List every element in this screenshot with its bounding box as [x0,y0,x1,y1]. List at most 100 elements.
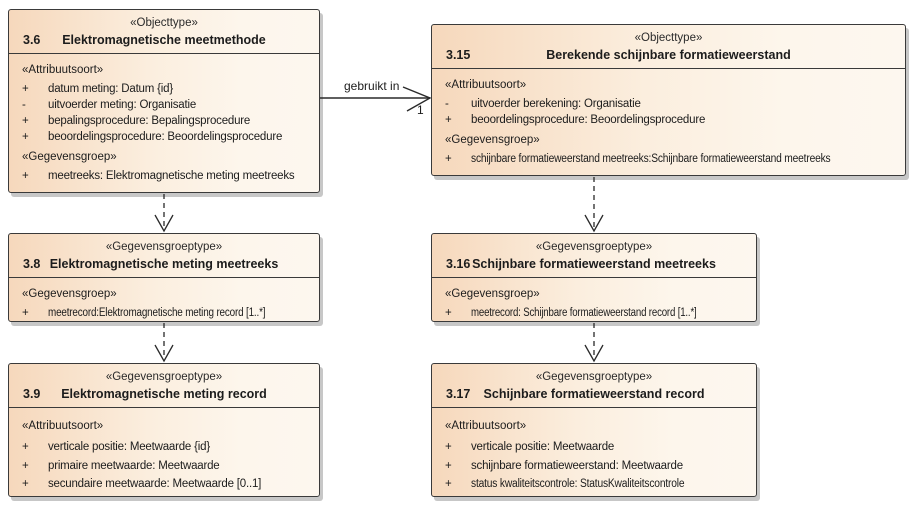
attribute-row: + schijnbare formatieweerstand meetreeks… [432,151,905,167]
attribute-row: + primaire meetwaarde: Meetwaarde [9,457,319,476]
visibility-marker: + [22,131,29,143]
attribute-text: uitvoerder berekening: Organisatie [471,98,641,110]
class-title: Elektromagnetische meting meetreeks [49,257,279,271]
box-header: «Gegevensgroeptype» 3.9 Elektromagnetisc… [9,364,319,408]
attribute-text: verticale positie: Meetwaarde [471,441,615,453]
visibility-marker: + [22,478,29,490]
visibility-marker: - [22,99,26,111]
class-number: 3.9 [23,387,41,401]
dependency-arrow-3-8-to-3-9 [154,323,174,363]
visibility-marker: + [22,441,29,453]
visibility-marker: + [445,114,452,126]
attribute-row: + schijnbare formatieweerstand: Meetwaar… [432,457,756,476]
section-header: «Attribuutsoort» [22,420,104,432]
box-header: «Gegevensgroeptype» 3.16 Schijnbare form… [432,234,756,278]
class-number: 3.17 [446,387,471,401]
box-body: «Attribuutsoort» + verticale positie: Me… [432,408,756,494]
attribute-row: + secundaire meetwaarde: Meetwaarde [0..… [9,475,319,494]
section-header: «Gegevensgroep» [445,288,540,300]
association-label: gebruikt in [344,79,400,93]
box-body: «Gegevensgroep» + meetrecord: Schijnbare… [432,278,756,321]
attribute-row: - uitvoerder meting: Organisatie [9,97,319,113]
stereotype-label: «Gegevensgroeptype» [535,371,653,383]
attribute-text: uitvoerder meting: Organisatie [48,99,197,111]
class-box-schijnbare-formatieweerstand-meetreeks[interactable]: «Gegevensgroeptype» 3.16 Schijnbare form… [431,233,757,322]
title-line: 3.15 Berekende schijnbare formatieweerst… [432,46,905,68]
box-header: «Gegevensgroeptype» 3.8 Elektromagnetisc… [9,234,319,278]
visibility-marker: + [22,459,29,472]
attribute-text: meetrecord:Elektromagnetische meting rec… [48,307,266,319]
class-title: Elektromagnetische meting record [61,387,267,401]
class-number: 3.8 [23,257,41,271]
visibility-marker: + [22,170,29,182]
multiplicity-label: 1 [417,103,424,117]
title-line: 3.16 Schijnbare formatieweerstand meetre… [432,255,756,277]
title-line: 3.6 Elektromagnetische meetmethode [9,31,319,53]
visibility-marker: + [445,153,452,165]
attribute-text: verticale positie: Meetwaarde {id} [48,441,210,453]
attribute-text: primaire meetwaarde: Meetwaarde [48,459,220,472]
section-header: «Attribuutsoort» [445,420,527,432]
attribute-text: schijnbare formatieweerstand: Meetwaarde [471,459,683,472]
stereotype-label: «Gegevensgroeptype» [105,241,223,253]
title-line: 3.17 Schijnbare formatieweerstand record [432,385,756,407]
class-title: Schijnbare formatieweerstand meetreeks [472,257,716,271]
class-box-elektromagnetische-meting-record[interactable]: «Gegevensgroeptype» 3.9 Elektromagnetisc… [8,363,320,497]
attribute-text: status kwaliteitscontrole: StatusKwalite… [471,478,685,490]
attribute-text: beoordelingsprocedure: Beoordelingsproce… [48,131,283,143]
attribute-row: - uitvoerder berekening: Organisatie [432,96,905,112]
box-header: «Gegevensgroeptype» 3.17 Schijnbare form… [432,364,756,408]
attribute-text: meetrecord: Schijnbare formatieweerstand… [471,307,697,319]
class-box-schijnbare-formatieweerstand-record[interactable]: «Gegevensgroeptype» 3.17 Schijnbare form… [431,363,757,497]
class-title: Berekende schijnbare formatieweerstand [546,48,791,62]
section-header: «Attribuutsoort» [445,79,527,91]
class-number: 3.16 [446,257,471,271]
visibility-marker: + [22,307,29,319]
attribute-text: beoordelingsprocedure: Beoordelingsproce… [471,114,706,126]
class-title: Schijnbare formatieweerstand record [483,387,705,401]
class-box-berekende-schijnbare-formatieweerstand[interactable]: «Objecttype» 3.15 Berekende schijnbare f… [431,24,906,176]
class-box-elektromagnetische-meting-meetreeks[interactable]: «Gegevensgroeptype» 3.8 Elektromagnetisc… [8,233,320,322]
section-header: «Attribuutsoort» [22,64,104,76]
stereotype-label: «Gegevensgroeptype» [105,371,223,383]
dependency-arrow-3-6-to-3-8 [154,194,174,233]
attribute-row: + beoordelingsprocedure: Beoordelingspro… [9,129,319,145]
box-header: «Objecttype» 3.15 Berekende schijnbare f… [432,25,905,69]
visibility-marker: + [22,83,29,95]
attribute-text: datum meting: Datum {id} [48,83,173,95]
stereotype-label: «Objecttype» [634,32,703,44]
attribute-text: meetreeks: Elektromagnetische meting mee… [48,170,295,182]
visibility-marker: + [445,459,452,472]
attribute-row: + datum meting: Datum {id} [9,81,319,97]
attribute-row: + meetrecord: Schijnbare formatieweersta… [432,305,756,321]
attribute-row: + bepalingsprocedure: Bepalingsprocedure [9,113,319,129]
attribute-row: + meetreeks: Elektromagnetische meting m… [9,168,319,184]
visibility-marker: + [445,441,452,453]
box-body: «Gegevensgroep» + meetrecord:Elektromagn… [9,278,319,321]
stereotype-label: «Gegevensgroeptype» [535,241,653,253]
class-number: 3.6 [23,33,41,47]
title-line: 3.9 Elektromagnetische meting record [9,385,319,407]
class-box-elektromagnetische-meetmethode[interactable]: «Objecttype» 3.6 Elektromagnetische meet… [8,9,320,193]
attribute-text: bepalingsprocedure: Bepalingsprocedure [48,115,251,127]
attribute-text: secundaire meetwaarde: Meetwaarde [0..1] [48,478,262,490]
box-body: «Attribuutsoort» - uitvoerder berekening… [432,69,905,167]
section-header: «Gegevensgroep» [22,151,117,163]
dependency-arrow-3-15-to-3-16 [584,177,604,233]
box-body: «Attribuutsoort» + verticale positie: Me… [9,408,319,494]
box-header: «Objecttype» 3.6 Elektromagnetische meet… [9,10,319,54]
visibility-marker: + [22,115,29,127]
visibility-marker: - [445,98,449,110]
attribute-row: + status kwaliteitscontrole: StatusKwali… [432,475,756,494]
attribute-row: + beoordelingsprocedure: Beoordelingspro… [432,112,905,128]
section-header: «Gegevensgroep» [445,134,540,146]
stereotype-label: «Objecttype» [130,17,198,29]
section-header: «Gegevensgroep» [22,288,117,300]
visibility-marker: + [445,307,452,319]
attribute-row: + verticale positie: Meetwaarde [432,438,756,457]
box-body: «Attribuutsoort» + datum meting: Datum {… [9,54,319,184]
dependency-arrow-3-16-to-3-17 [584,323,604,363]
title-line: 3.8 Elektromagnetische meting meetreeks [9,255,319,277]
attribute-row: + meetrecord:Elektromagnetische meting r… [9,305,319,321]
